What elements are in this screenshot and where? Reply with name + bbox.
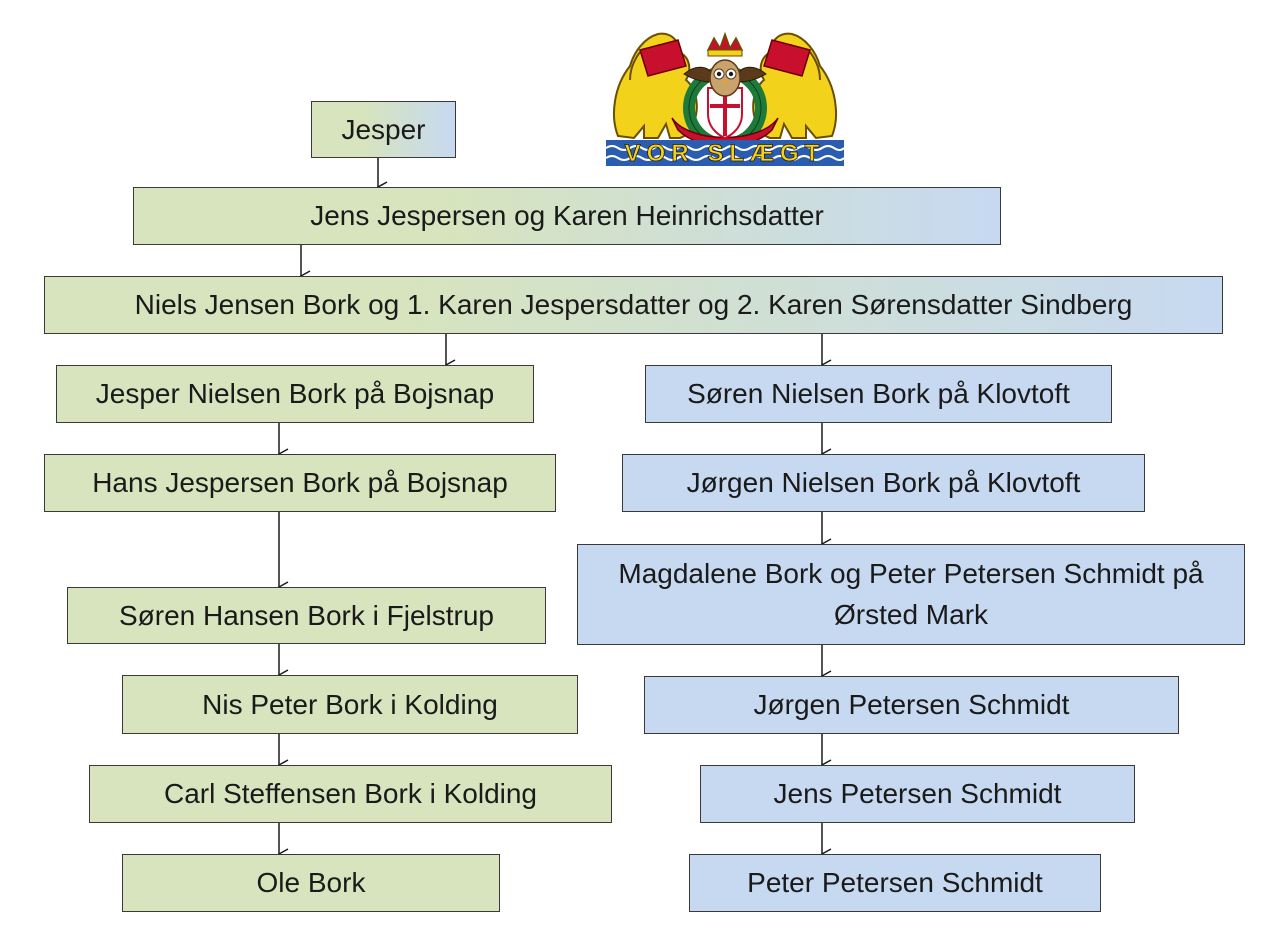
banner-left-icon: [639, 39, 687, 77]
person-box-right-6: Peter Petersen Schmidt: [689, 854, 1101, 912]
waves-icon: [605, 140, 845, 166]
coat-of-arms-icon: VOR SLÆGT: [605, 31, 845, 167]
person-name: Ole Bork: [256, 867, 366, 899]
crown-icon: [706, 31, 744, 57]
person-box-right-5: Jens Petersen Schmidt: [700, 765, 1135, 823]
person-name: Carl Steffensen Bork i Kolding: [163, 778, 538, 810]
person-name: Jens Petersen Schmidt: [773, 778, 1062, 810]
person-name: Peter Petersen Schmidt: [747, 867, 1043, 899]
person-box-right-4: Jørgen Petersen Schmidt: [644, 676, 1179, 734]
person-box-gen3: Niels Jensen Bork og 1. Karen Jespersdat…: [44, 276, 1223, 334]
person-box-root: Jesper: [311, 101, 456, 158]
person-box-left-1: Jesper Nielsen Bork på Bojsnap: [56, 365, 534, 423]
person-box-gen2: Jens Jespersen og Karen Heinrichsdatter: [133, 187, 1001, 245]
person-box-left-6: Ole Bork: [122, 854, 500, 912]
person-name: Niels Jensen Bork og 1. Karen Jespersdat…: [134, 289, 1133, 321]
person-name: Jens Jespersen og Karen Heinrichsdatter: [310, 200, 824, 232]
person-box-left-2: Hans Jespersen Bork på Bojsnap: [44, 454, 556, 512]
person-box-right-3: Magdalene Bork og Peter Petersen Schmidt…: [577, 544, 1245, 645]
person-name: Hans Jespersen Bork på Bojsnap: [92, 467, 508, 499]
person-name: Jørgen Nielsen Bork på Klovtoft: [686, 467, 1081, 499]
person-box-left-4: Nis Peter Bork i Kolding: [122, 675, 578, 734]
person-box-left-5: Carl Steffensen Bork i Kolding: [89, 765, 612, 823]
person-name: Jesper Nielsen Bork på Bojsnap: [95, 378, 495, 410]
person-box-right-2: Jørgen Nielsen Bork på Klovtoft: [622, 454, 1145, 512]
person-name: Søren Nielsen Bork på Klovtoft: [687, 378, 1070, 410]
person-box-left-3: Søren Hansen Bork i Fjelstrup: [67, 587, 546, 644]
banner-right-icon: [763, 39, 811, 77]
person-name: Nis Peter Bork i Kolding: [202, 688, 498, 720]
owl-icon: [683, 59, 767, 97]
emblem-motto: VOR SLÆGT: [625, 140, 826, 167]
person-name: Jesper: [341, 113, 426, 145]
person-box-right-1: Søren Nielsen Bork på Klovtoft: [645, 365, 1112, 423]
person-name: Søren Hansen Bork i Fjelstrup: [118, 599, 495, 631]
person-name: Magdalene Bork og Peter Petersen Schmidt…: [618, 557, 1204, 630]
person-name: Jørgen Petersen Schmidt: [753, 689, 1070, 721]
